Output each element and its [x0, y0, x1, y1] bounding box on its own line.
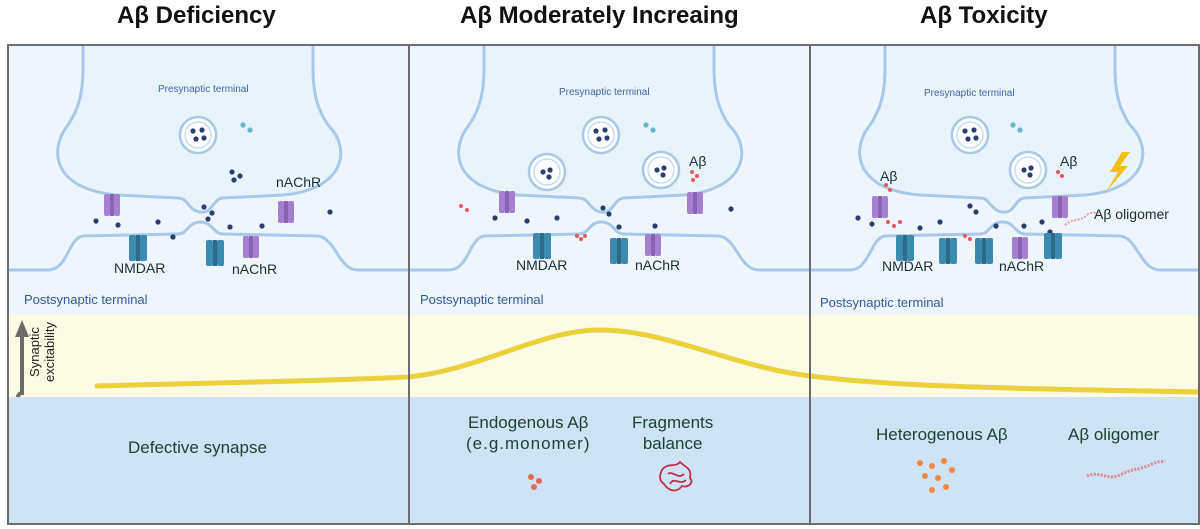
title-moderate: Aβ Moderately Increaing [460, 2, 739, 29]
endogenous-line1: Endogenous Aβ [468, 413, 589, 432]
panel-toxicity [808, 43, 1200, 272]
postsynaptic-label-3: Postsynaptic terminal [820, 295, 944, 310]
presynaptic-label-1: Presynaptic terminal [158, 84, 249, 95]
abeta-label-3a: Aβ [880, 168, 898, 184]
synaptic-line2: excitability [41, 322, 57, 382]
postsynaptic-label-1: Postsynaptic terminal [24, 292, 148, 307]
nachr-label-post-3: nAChR [999, 258, 1045, 274]
heterogenous-icon [917, 458, 955, 493]
abeta-label-3b: Aβ [1060, 153, 1078, 169]
title-deficiency: Aβ Deficiency [117, 2, 276, 29]
presynaptic-label-2: Presynaptic terminal [559, 87, 650, 98]
fragments-line2: balance [642, 434, 703, 454]
presynaptic-label-3: Presynaptic terminal [924, 88, 1015, 99]
excitability-curve [94, 327, 1200, 395]
panel-border-3 [809, 44, 1200, 525]
panel-moderate [407, 43, 811, 272]
fragments-label: Fragments balance [632, 412, 713, 455]
oligomer-bottom-label: Aβ oligomer [1068, 425, 1160, 444]
heterogenous-label: Heterogenous Aβ [876, 425, 1008, 444]
defective-synapse-label: Defective synapse [128, 438, 267, 457]
monomer-icon [528, 474, 542, 490]
excitability-arrow [16, 335, 24, 398]
endogenous-line2: (e.g.monomer) [466, 434, 591, 454]
postsynaptic-label-2: Postsynaptic terminal [420, 292, 544, 307]
nmdar-label-1: NMDAR [114, 260, 166, 276]
synaptic-line1: Synaptic [27, 327, 42, 377]
panel-deficiency [6, 43, 410, 272]
abeta-oligomer-label: Aβ oligomer [1094, 206, 1169, 222]
nachr-label-post-1: nAChR [232, 261, 278, 277]
fragments-line1: Fragments [632, 413, 714, 432]
synaptic-excitability-label: Synaptic excitability [27, 312, 58, 392]
nmdar-label-2: NMDAR [516, 257, 568, 273]
nachr-label-post-2: nAChR [635, 257, 681, 273]
nmdar-label-3: NMDAR [882, 258, 934, 274]
title-toxicity: Aβ Toxicity [920, 2, 1048, 29]
nachr-label-pre-1: nAChR [276, 174, 322, 190]
endogenous-label: Endogenous Aβ (e.g.monomer) [466, 412, 590, 455]
abeta-label-2: Aβ [689, 153, 707, 169]
fragments-icon [659, 460, 693, 492]
bottom-band [8, 397, 1200, 524]
